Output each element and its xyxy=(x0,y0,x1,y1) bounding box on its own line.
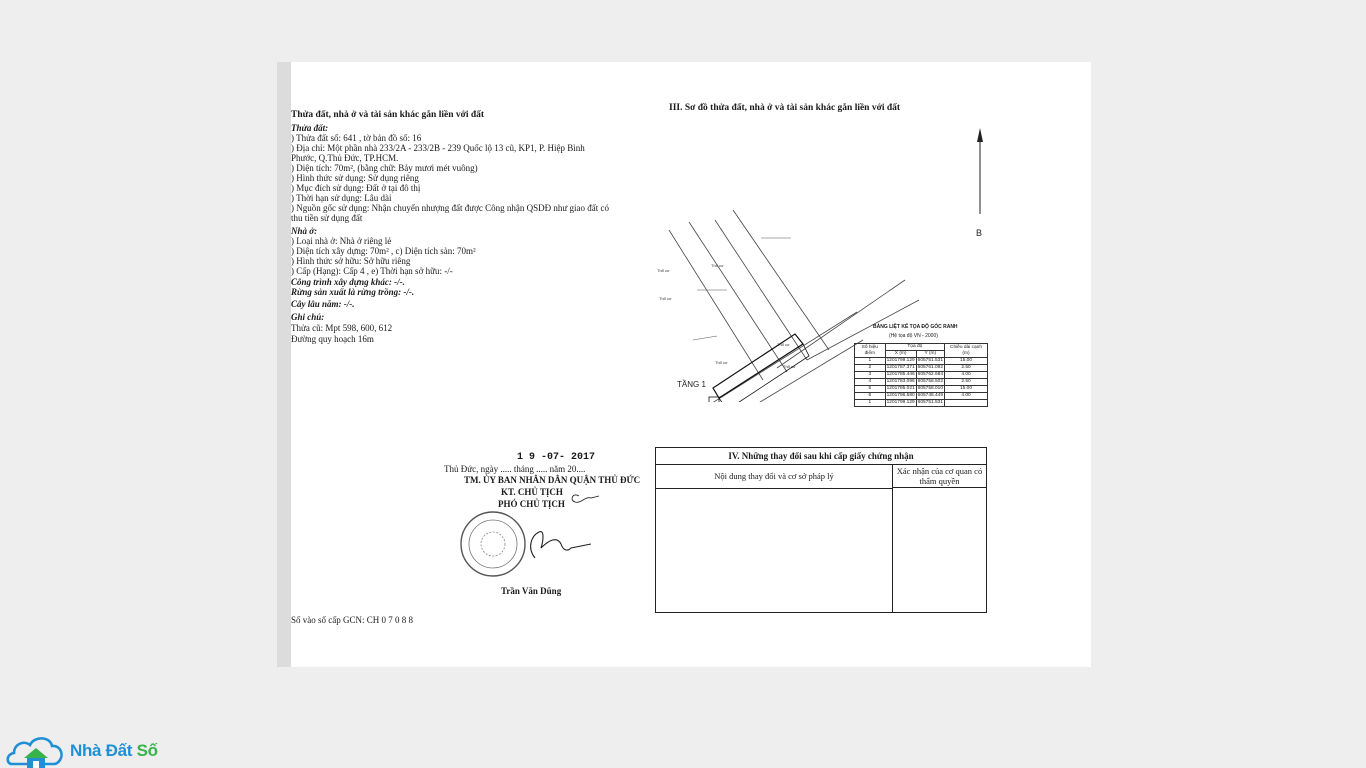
table-title: BẢNG LIỆT KÊ TỌA ĐỘ GÓC RANH xyxy=(873,324,958,330)
land-line: Phước, Q.Thủ Đức, TP.HCM. xyxy=(291,153,399,163)
handwritten-signature xyxy=(530,531,592,559)
other-line: Công trình xây dựng khác: -/-. xyxy=(291,277,405,287)
land-line: ) Mục đích sử dụng: Đất ở tại đô thị xyxy=(291,183,421,193)
floor-label: TẦNG 1 xyxy=(677,379,706,389)
house-line: ) Loại nhà ở: Nhà ở riêng lẻ xyxy=(291,236,392,246)
land-plot-sketch: TẦNG 1 B Thổ cư Thổ cư Thổ cư Thổ cư Thổ… xyxy=(657,128,983,402)
road-line xyxy=(712,311,858,402)
coordinate-table: Số hiệu điểm Tọa độ Chiều dài cạnh (m) X… xyxy=(854,343,988,407)
road-line xyxy=(776,279,906,369)
seal-and-signature xyxy=(460,494,600,577)
site-logo[interactable]: Nhà Đất Số xyxy=(6,732,166,768)
north-arrow-head xyxy=(977,128,983,142)
land-line: ) Hình thức sử dụng: Sử dụng riêng xyxy=(291,173,419,183)
plot-label: Thổ cư xyxy=(657,268,670,273)
plot-label: Thổ cư xyxy=(659,296,672,301)
house-cloud-icon xyxy=(6,737,63,768)
table-subtitle: (Hệ tọa độ VN - 2000) xyxy=(889,333,938,339)
official-seal-inner xyxy=(468,519,518,569)
road-line xyxy=(732,209,830,351)
plot-number-box xyxy=(708,396,720,402)
issuing-authority: TM. ỦY BAN NHÂN DÂN QUẬN THỦ ĐỨC xyxy=(464,475,641,485)
signer-title: KT. CHỦ TỊCH xyxy=(501,487,563,497)
plot-label: Thổ cư xyxy=(715,360,728,365)
date-stamp: 1 9 -07- 2017 xyxy=(517,452,596,463)
table-header: Số hiệu điểm xyxy=(854,343,886,358)
changes-divider xyxy=(892,488,893,612)
plot-label: Thổ cư xyxy=(783,364,796,369)
official-seal xyxy=(460,511,526,577)
house-line: ) Hình thức sở hữu: Sở hữu riêng xyxy=(291,256,411,266)
other-line: Cây lâu năm: -/-. xyxy=(291,299,355,309)
land-line: ) Nguồn gốc sử dụng: Nhận chuyển nhượng … xyxy=(291,203,609,213)
road-line xyxy=(714,219,808,361)
road-line xyxy=(806,299,920,361)
changes-title: IV. Những thay đổi sau khi cấp giấy chứn… xyxy=(656,448,986,465)
notes-header: Ghi chú: xyxy=(291,312,325,322)
land-line: ) Thửa đất số: 641 , tờ bản đồ số: 16 xyxy=(291,133,422,143)
changes-col-content: Nội dung thay đổi và cơ sở pháp lý xyxy=(656,464,893,489)
scan-edge xyxy=(277,62,291,667)
road-line xyxy=(688,221,788,373)
table-header: Tọa độ xyxy=(884,343,946,351)
note-line: Thửa cũ: Mpt 598, 600, 612 xyxy=(291,323,393,333)
changes-table: IV. Những thay đổi sau khi cấp giấy chứn… xyxy=(655,447,987,613)
certificate-scan: Thửa đất, nhà ở và tài sản khác gắn liền… xyxy=(277,62,1091,667)
plot-mark xyxy=(692,335,718,341)
changes-col-confirm: Xác nhận của cơ quan có thẩm quyền xyxy=(893,464,986,488)
land-line: ) Thời hạn sử dụng: Lâu dài xyxy=(291,193,392,203)
house-line: ) Cấp (Hạng): Cấp 4 , e) Thời hạn sở hữu… xyxy=(291,266,453,276)
date-line: Thủ Đức, ngày ..... tháng ..... năm 20..… xyxy=(444,464,586,474)
plot-label: Thổ cư xyxy=(777,342,790,347)
plot-boundary xyxy=(718,343,810,402)
land-line: ) Diện tích: 70m², (bằng chữ: Bảy mươi m… xyxy=(291,163,478,173)
road-line xyxy=(759,339,864,402)
initials xyxy=(571,494,600,503)
table-subheader: Y (m) xyxy=(915,350,946,358)
left-section-title: Thửa đất, nhà ở và tài sản khác gắn liền… xyxy=(291,110,485,120)
house-header: Nhà ở: xyxy=(291,226,318,236)
table-subheader: X (m) xyxy=(884,350,917,358)
land-line: ) Địa chỉ: Một phần nhà 233/2A - 233/2B … xyxy=(291,143,585,153)
table-header: Chiều dài cạnh (m) xyxy=(944,343,988,358)
signer-name: Trần Văn Dũng xyxy=(501,586,562,596)
registry-number: Số vào sổ cấp GCN: CH 0 7 0 8 8 xyxy=(291,615,413,625)
note-line: Đường quy hoạch 16m xyxy=(291,334,374,344)
logo-text: Nhà Đất Số xyxy=(70,741,158,760)
signer-title: PHÓ CHỦ TỊCH xyxy=(498,499,565,509)
other-line: Rừng sản xuất là rừng trồng: -/-. xyxy=(291,287,415,297)
land-header: Thửa đất: xyxy=(291,123,329,133)
right-section-title: III. Sơ đồ thửa đất, nhà ở và tài sản kh… xyxy=(669,103,901,113)
plot-label: Thổ cư xyxy=(711,263,724,268)
house-line: ) Diện tích xây dựng: 70m² , c) Diện tíc… xyxy=(291,246,476,256)
land-line: thu tiền sử dụng đất xyxy=(291,213,363,223)
road-line xyxy=(668,229,764,381)
north-label: B xyxy=(976,228,982,238)
